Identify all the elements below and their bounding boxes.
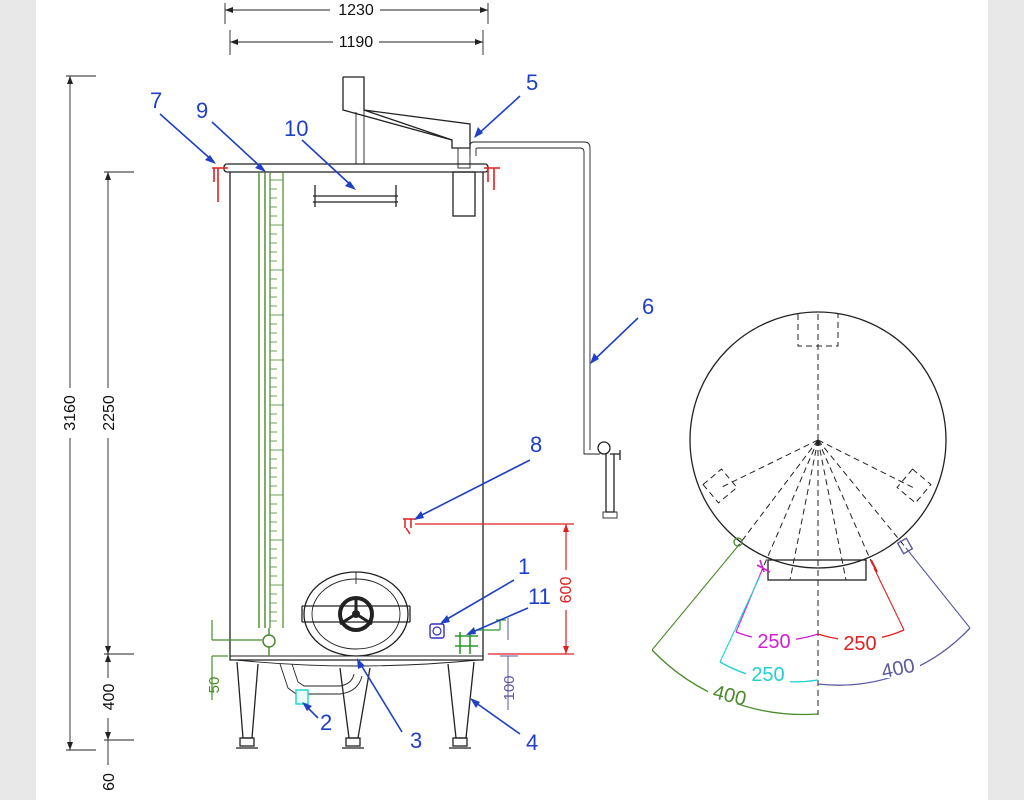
- callout-6: 6: [642, 294, 654, 319]
- dim-sample-height: 600: [558, 577, 575, 604]
- arc-label-red: 250: [843, 633, 876, 655]
- rim-flanges: [212, 167, 500, 202]
- callout-3: 3: [410, 728, 422, 753]
- dim-top-outer: 1230: [338, 2, 374, 19]
- technical-drawing: 1230 1190 3160 2250 400: [58, 0, 971, 800]
- callout-1: 1: [518, 554, 530, 579]
- dim-level-marker: 50: [206, 677, 223, 694]
- dim-top-inner: 1190: [339, 34, 374, 51]
- dim-outlet-height: 100: [501, 675, 518, 700]
- arc-label-cyan: 250: [751, 664, 784, 686]
- drain-valves: 100: [429, 618, 518, 710]
- drawing-sheet: 1230 1190 3160 2250 400: [36, 0, 988, 800]
- top-chute: [342, 76, 476, 217]
- callout-10: 10: [284, 116, 308, 141]
- top-bar: [313, 185, 398, 207]
- arc-label-magenta: 250: [757, 631, 790, 653]
- callout-2: 2: [320, 710, 332, 735]
- tank-body: [223, 163, 489, 667]
- callout-4: 4: [526, 730, 538, 755]
- callout-9: 9: [196, 98, 208, 123]
- callout-arrows: [159, 95, 639, 735]
- left-dimensions: 3160 2250 400 60: [58, 75, 134, 800]
- level-gauge: 50: [206, 172, 284, 700]
- callout-11: 11: [528, 584, 551, 609]
- callout-5: 5: [526, 70, 538, 95]
- top-dimensions: 1230 1190: [224, 0, 489, 55]
- side-pipe: [469, 141, 621, 519]
- tank-legs: [236, 661, 475, 749]
- callout-8: 8: [530, 432, 542, 457]
- manhole-door: [301, 571, 411, 657]
- plan-view: 250 250 250 400 400: [651, 311, 971, 716]
- dim-legs-height: 400: [101, 684, 118, 711]
- dim-feet: 60: [101, 773, 118, 791]
- callout-7: 7: [150, 88, 162, 113]
- dim-total-height: 3160: [62, 395, 79, 431]
- sample-valve: 600: [403, 518, 577, 655]
- dim-body-height: 2250: [101, 395, 118, 431]
- callout-labels: 1 2 3 4 5 6 7 8 9 10 11: [150, 70, 654, 755]
